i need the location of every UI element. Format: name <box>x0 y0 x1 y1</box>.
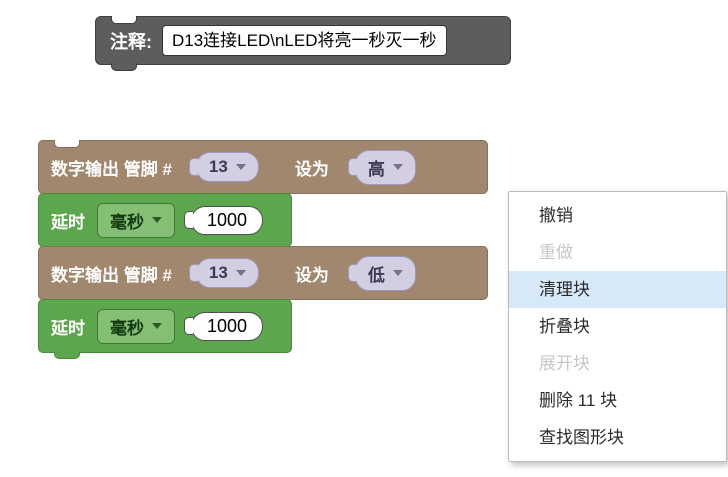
digital-write-block-1[interactable]: 数字输出 管脚 # 13 设为 高 <box>38 140 488 194</box>
pin-dropdown-2[interactable]: 13 <box>195 258 259 288</box>
dropdown-arrow-icon <box>152 323 162 329</box>
menu-item-redo: 重做 <box>539 243 573 262</box>
block-bottom-tab <box>54 351 80 359</box>
menu-item-cleanup-blocks[interactable]: 清理块 <box>509 271 726 308</box>
pin-dropdown-value: 13 <box>208 157 228 176</box>
digital-write-label: 数字输出 管脚 # <box>51 159 172 179</box>
delay-block-2[interactable]: 延时 毫秒 1000 <box>38 299 292 359</box>
dropdown-arrow-icon <box>392 270 403 276</box>
level-dropdown-2[interactable]: 低 <box>354 255 416 291</box>
pin-dropdown-value: 13 <box>208 263 228 282</box>
duration-field-2[interactable]: 1000 <box>191 311 264 341</box>
unit-dropdown-2[interactable]: 毫秒 <box>97 308 175 344</box>
pin-dropdown-1[interactable]: 13 <box>195 152 259 182</box>
menu-item-delete-blocks[interactable]: 删除 11 块 <box>539 391 618 410</box>
block-bottom-tab <box>111 63 137 71</box>
digital-write-label: 数字输出 管脚 # <box>51 265 172 285</box>
set-to-label: 设为 <box>294 265 329 285</box>
level-dropdown-value: 高 <box>367 159 385 179</box>
level-dropdown-value: 低 <box>367 265 385 285</box>
dropdown-arrow-icon <box>152 217 162 223</box>
delay-label: 延时 <box>51 318 85 338</box>
unit-dropdown-1[interactable]: 毫秒 <box>97 202 175 238</box>
comment-block-label: 注释: <box>110 31 152 52</box>
block-top-notch <box>111 16 137 24</box>
delay-label: 延时 <box>51 212 85 232</box>
unit-dropdown-value: 毫秒 <box>110 212 144 232</box>
context-menu: 撤销 重做 清理块 折叠块 展开块 删除 11 块 查找图形块 <box>508 191 727 462</box>
dropdown-arrow-icon <box>235 270 246 276</box>
dropdown-arrow-icon <box>235 164 246 170</box>
menu-item-collapse-blocks[interactable]: 折叠块 <box>539 317 590 336</box>
set-to-label: 设为 <box>294 159 329 179</box>
digital-write-block-2[interactable]: 数字输出 管脚 # 13 设为 低 <box>38 246 488 300</box>
comment-block[interactable]: 注释: D13连接LED\nLED将亮一秒灭一秒 <box>95 16 511 71</box>
menu-item-undo[interactable]: 撤销 <box>539 206 573 225</box>
dropdown-arrow-icon <box>392 164 403 170</box>
menu-item-expand-blocks: 展开块 <box>539 354 590 373</box>
comment-text-field[interactable]: D13连接LED\nLED将亮一秒灭一秒 <box>162 25 447 56</box>
level-dropdown-1[interactable]: 高 <box>354 149 416 185</box>
block-top-notch <box>54 140 80 148</box>
delay-block-1[interactable]: 延时 毫秒 1000 <box>38 193 292 247</box>
duration-field-1[interactable]: 1000 <box>191 205 264 235</box>
menu-item-find-blocks[interactable]: 查找图形块 <box>539 428 624 447</box>
unit-dropdown-value: 毫秒 <box>110 318 144 338</box>
